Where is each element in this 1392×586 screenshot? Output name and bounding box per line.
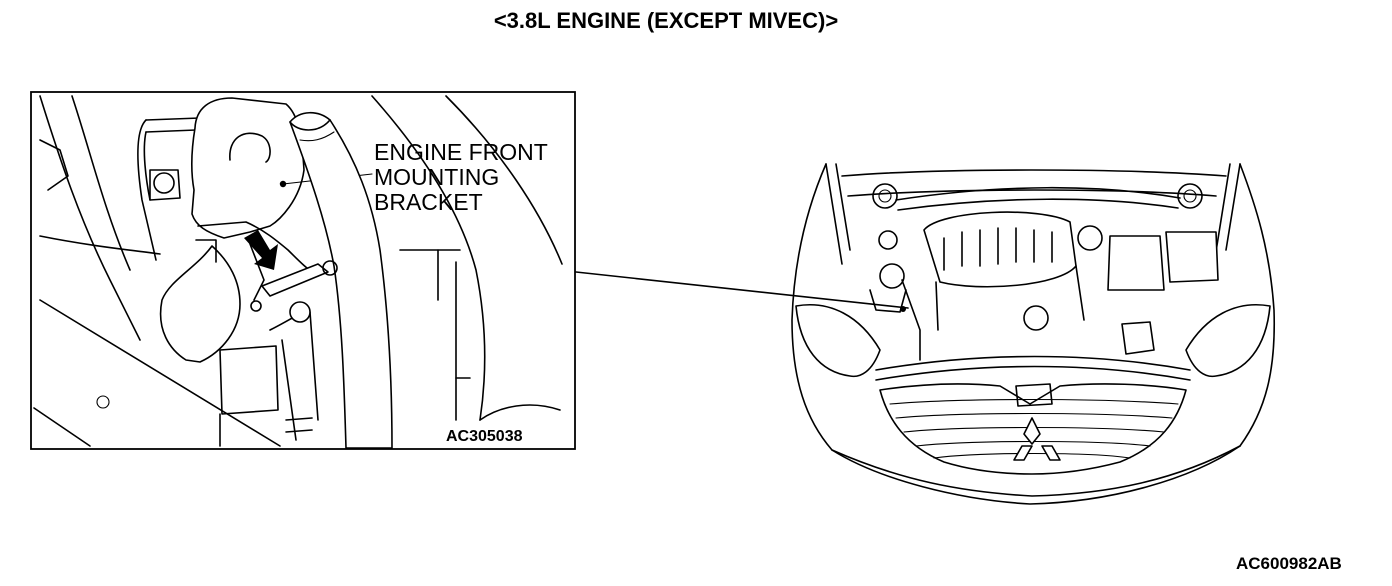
inset-detail-drawing <box>33 95 563 449</box>
callout-line-1: ENGINE FRONT <box>374 139 548 165</box>
figure-reference-code: AC600982AB <box>1236 554 1342 573</box>
inset-callout-label: ENGINE FRONT MOUNTING BRACKET <box>374 140 548 215</box>
callout-line-3: BRACKET <box>374 189 483 215</box>
inset-reference-code: AC305038 <box>446 428 523 445</box>
inset-leader-line <box>575 271 909 309</box>
car-front-drawing <box>791 163 1276 505</box>
callout-line-2: MOUNTING <box>374 164 500 190</box>
figure-title: <3.8L ENGINE (EXCEPT MIVEC)> <box>493 8 839 33</box>
